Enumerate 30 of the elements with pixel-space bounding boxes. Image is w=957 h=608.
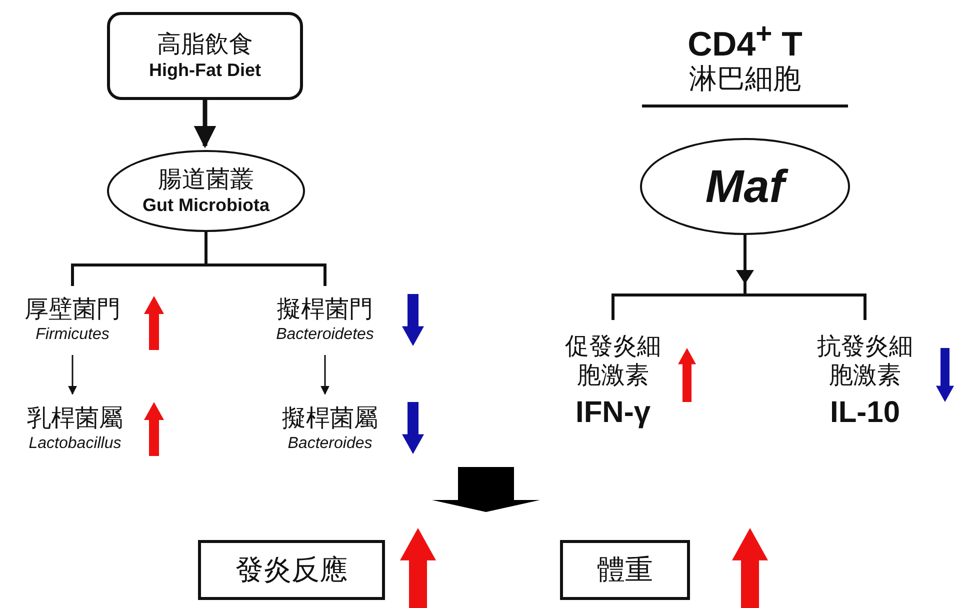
arrow — [320, 355, 330, 395]
node-sublabel: IFN-γ — [576, 394, 650, 431]
node-sublabel: Bacteroidetes — [276, 324, 374, 344]
header-text: CD4$^{+}$ T — [686, 18, 804, 64]
node-sublabel: Gut Microbiota — [142, 194, 270, 216]
header-text: 淋巴細胞 — [688, 62, 802, 96]
node-label: 厚壁菌門 — [24, 296, 120, 325]
node-label: 體重 — [597, 553, 653, 587]
arrow — [736, 235, 754, 295]
node-label: 乳桿菌屬 — [27, 405, 123, 434]
node-label: 發炎反應 — [236, 553, 348, 587]
node-label: 高脂飲食 — [157, 30, 253, 60]
node-sublabel: High-Fat Diet — [149, 60, 261, 82]
arrow — [194, 100, 216, 148]
rounded-box — [107, 12, 303, 100]
node-sublabel: Lactobacillus — [28, 434, 122, 453]
node-label: 抗發炎細胞激素 — [816, 333, 914, 391]
node-sublabel: IL-10 — [830, 394, 900, 431]
node-label: 擬桿菌屬 — [282, 405, 378, 434]
node-label: 腸道菌叢 — [158, 166, 254, 195]
node-sublabel: Bacteroides — [288, 434, 372, 453]
arrow — [68, 355, 77, 395]
process-box — [198, 540, 385, 600]
node-sublabel: Firmicutes — [36, 324, 110, 344]
oval-node — [107, 150, 305, 232]
process-box — [560, 540, 690, 600]
oval-node — [640, 138, 850, 235]
node-label: 擬桿菌門 — [277, 296, 373, 325]
connector-line — [204, 232, 326, 286]
node-label: 促發炎細胞激素 — [564, 333, 662, 391]
